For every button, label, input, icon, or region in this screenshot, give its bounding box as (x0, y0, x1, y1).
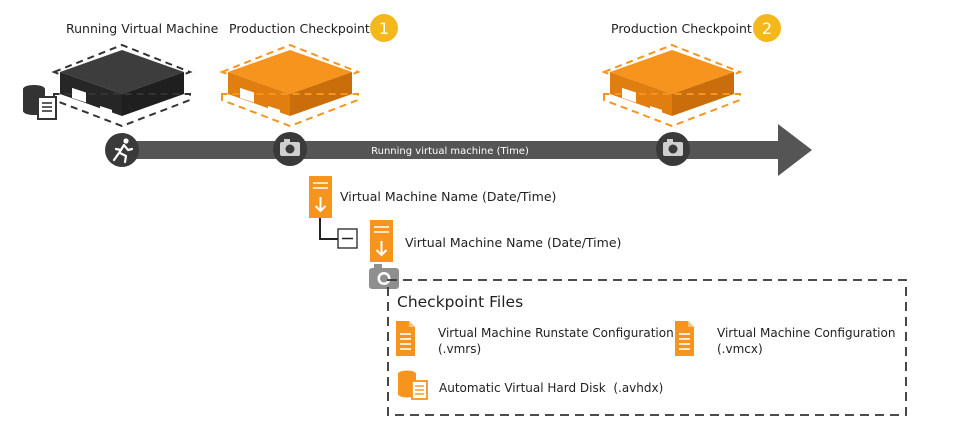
tree-connector (319, 218, 358, 249)
checkpoint-files-title: Checkpoint Files (397, 293, 524, 311)
snapshot-camera-icon (369, 264, 399, 289)
runstate-file-label: Virtual Machine Runstate Configuration (438, 326, 674, 340)
running-person-icon (105, 133, 139, 167)
checkpoint-tree-node1-icon (309, 176, 332, 218)
checkpoint1-server-icon (219, 43, 361, 128)
checkpoint2-badge: 2 (753, 14, 781, 42)
checkpoint1-label: Production Checkpoint (229, 21, 370, 36)
svg-text:1: 1 (379, 19, 389, 38)
camera-icon-1 (273, 132, 307, 166)
virtual-disk-file-icon (398, 370, 428, 400)
tree-node1-label: Virtual Machine Name (Date/Time) (340, 189, 557, 204)
camera-icon-2 (656, 132, 690, 166)
running-vm-label: Running Virtual Machine (66, 21, 219, 36)
checkpoint-tree-node2-icon (370, 220, 393, 262)
tree-node2-label: Virtual Machine Name (Date/Time) (405, 235, 622, 250)
virtual-disk-file-label: Automatic Virtual Hard Disk (.avhdx) (439, 381, 664, 395)
runstate-file-icon (396, 321, 415, 356)
svg-text:2: 2 (762, 19, 772, 38)
checkpoint2-label: Production Checkpoint (611, 21, 752, 36)
config-file-label: Virtual Machine Configuration (717, 326, 896, 340)
checkpoint1-badge: 1 (370, 14, 398, 42)
config-file-ext: (.vmcx) (717, 342, 763, 356)
timeline-label: Running virtual machine (Time) (371, 146, 529, 157)
config-file-icon (675, 321, 694, 356)
running-vm-server-icon (51, 43, 193, 128)
checkpoint2-server-icon (601, 43, 743, 128)
disk-document-icon (23, 85, 57, 120)
runstate-file-ext: (.vmrs) (438, 342, 482, 356)
checkpoint-files-panel (387, 279, 907, 416)
